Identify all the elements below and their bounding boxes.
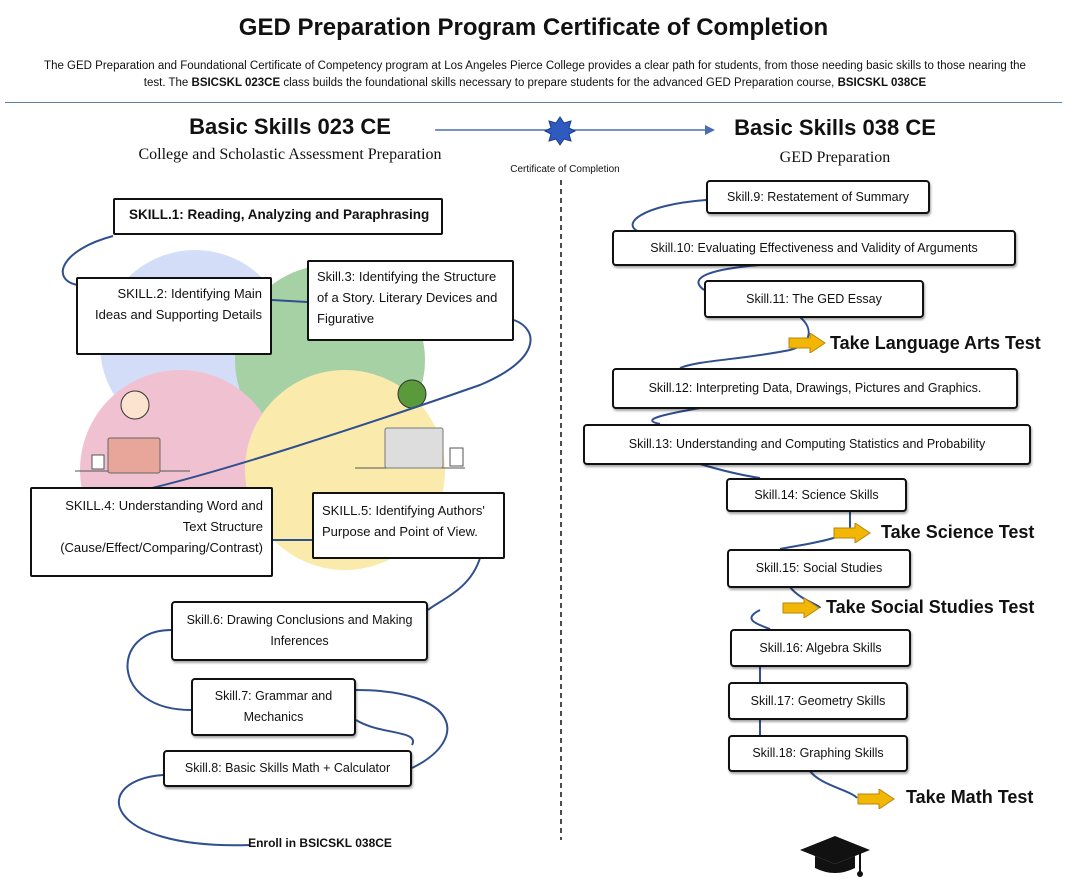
- take-science-test: Take Science Test: [881, 522, 1035, 542]
- certificate-seal-icon: [543, 116, 577, 146]
- person-icon: [397, 379, 427, 409]
- skill-15-box: Skill.15: Social Studies: [727, 549, 911, 588]
- page-title: GED Preparation Program Certificate of C…: [238, 14, 829, 41]
- right-course-subtitle: GED Preparation: [779, 149, 891, 166]
- arrowhead-icon: [705, 125, 715, 135]
- skill-17-box: Skill.17: Geometry Skills: [728, 682, 908, 720]
- skill-1-box: SKILL.1: Reading, Analyzing and Paraphra…: [113, 198, 443, 235]
- intro-text: The GED Preparation and Foundational Cer…: [40, 58, 1030, 92]
- course-code-038: BSICSKL 038CE: [837, 77, 927, 89]
- skill-9-box: Skill.9: Restatement of Summary: [706, 180, 930, 214]
- header-rule: [5, 102, 1062, 103]
- skill-12-box: Skill.12: Interpreting Data, Drawings, P…: [612, 368, 1018, 409]
- graduation-cap-icon: [800, 836, 870, 877]
- skill-3-box: Skill.3: Identifying the Structure of a …: [307, 260, 514, 341]
- skill-16-box: Skill.16: Algebra Skills: [730, 629, 911, 667]
- arrow-right-icon: [833, 523, 871, 543]
- mug-icon: [91, 454, 105, 470]
- arrow-right-icon: [782, 598, 820, 618]
- left-course-subtitle: College and Scholastic Assessment Prepar…: [138, 146, 442, 163]
- skill-11-box: Skill.11: The GED Essay: [704, 280, 924, 318]
- take-social-studies-test: Take Social Studies Test: [826, 597, 1035, 617]
- skill-13-box: Skill.13: Understanding and Computing St…: [583, 424, 1031, 465]
- skill-6-box: Skill.6: Drawing Conclusions and Making …: [171, 601, 428, 661]
- right-course-title: Basic Skills 038 CE: [734, 115, 936, 140]
- laptop-icon: [384, 427, 444, 469]
- person-icon: [120, 390, 150, 420]
- skill-14-box: Skill.14: Science Skills: [726, 478, 907, 512]
- course-code-023: BSICSKL 023CE: [191, 77, 281, 89]
- left-course-title: Basic Skills 023 CE: [189, 114, 391, 139]
- intro-part2: class builds the foundational skills nec…: [280, 77, 838, 89]
- skill-4-box: SKILL.4: Understanding Word and Text Str…: [30, 487, 273, 577]
- skill-10-box: Skill.10: Evaluating Effectiveness and V…: [612, 230, 1016, 266]
- skill-5-box: SKILL.5: Identifying Authors' Purpose an…: [312, 492, 505, 559]
- take-language-arts-test: Take Language Arts Test: [830, 333, 1041, 353]
- skill-2-box: SKILL.2: Identifying Main Ideas and Supp…: [76, 277, 272, 355]
- arrow-right-icon: [857, 789, 895, 809]
- skill-8-box: Skill.8: Basic Skills Math + Calculator: [163, 750, 412, 787]
- skill-18-box: Skill.18: Graphing Skills: [728, 735, 908, 772]
- people-illustration: [75, 379, 465, 474]
- skill-7-box: Skill.7: Grammar and Mechanics: [191, 678, 356, 736]
- take-math-test: Take Math Test: [906, 787, 1034, 807]
- enroll-label: Enroll in BSICSKL 038CE: [248, 836, 392, 850]
- arrow-right-icon: [788, 333, 826, 353]
- intro-part1: The GED Preparation and Foundational Cer…: [44, 60, 1026, 89]
- laptop-icon: [107, 437, 161, 474]
- mug-icon: [449, 447, 464, 467]
- certificate-label: Certificate of Completion: [510, 164, 620, 175]
